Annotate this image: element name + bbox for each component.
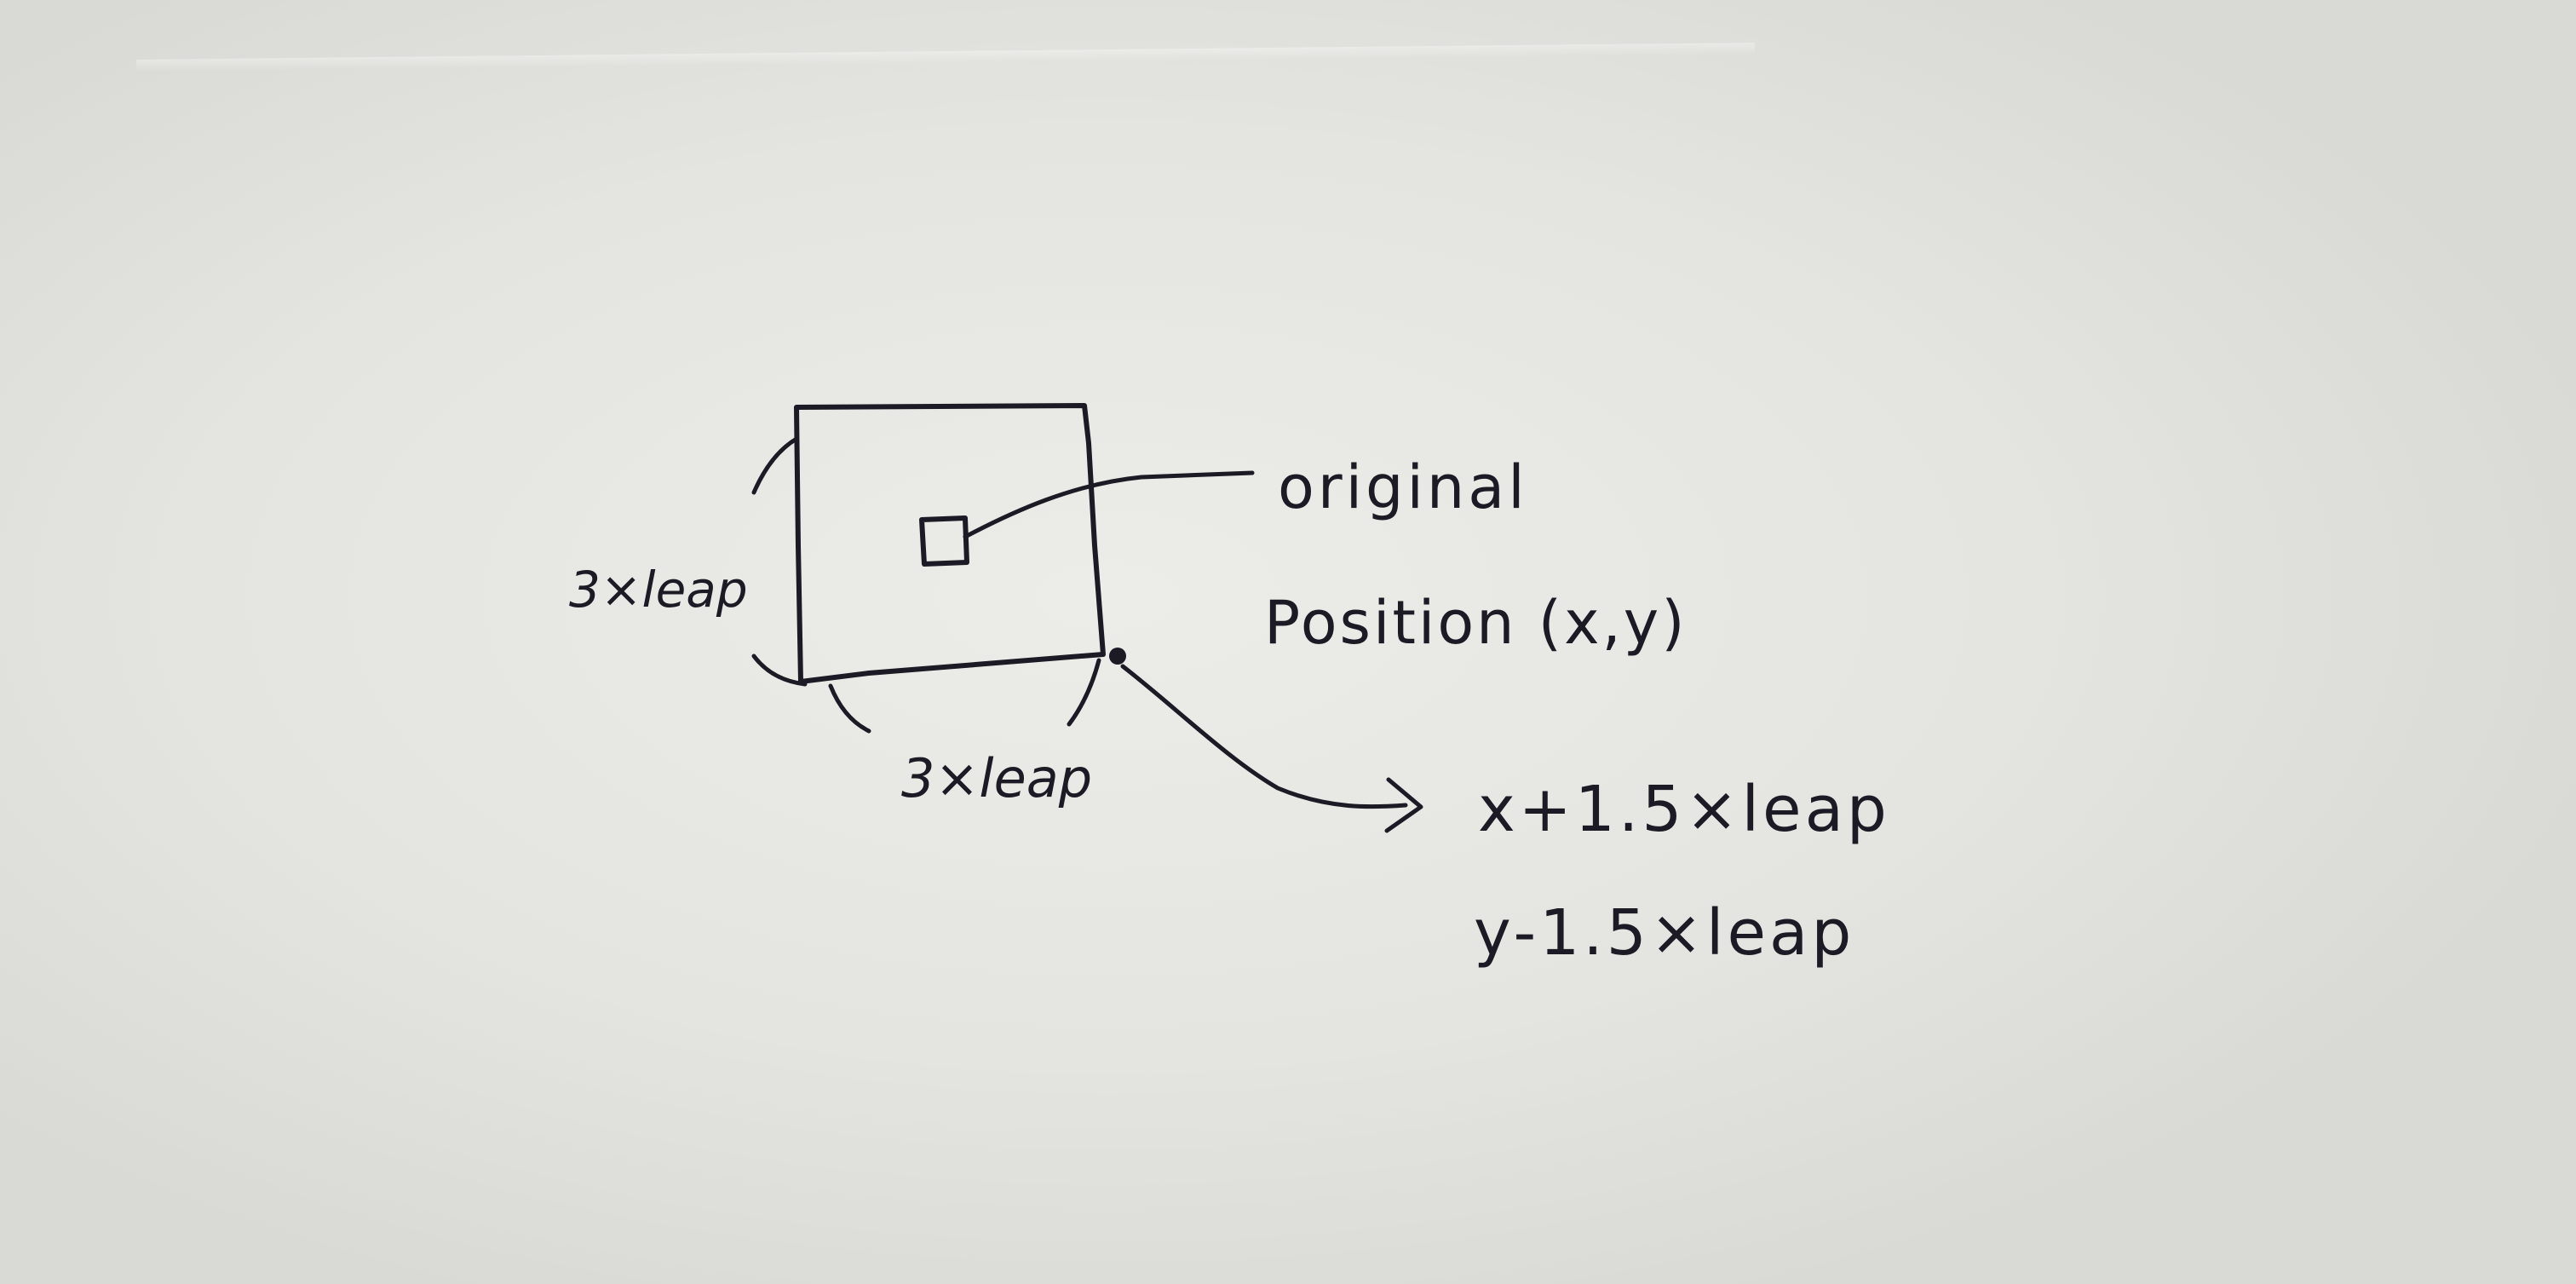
side-dimension-label: 3×leap xyxy=(569,561,748,619)
side-dimension-bottom-tick xyxy=(751,654,808,687)
origin-label-line1: original xyxy=(1278,452,1528,522)
search-area-square xyxy=(794,403,1106,684)
corner-label-line2: y-1.5×leap xyxy=(1474,896,1854,970)
corner-point-dot xyxy=(1109,648,1126,665)
original-position-marker xyxy=(919,515,969,567)
bottom-dimension-right-tick xyxy=(1067,658,1101,727)
bottom-dimension-label: 3×leap xyxy=(901,747,1092,809)
corner-arrow-line xyxy=(1120,664,1408,809)
origin-label-line2: Position (x,y) xyxy=(1264,588,1688,658)
corner-label-line1: x+1.5×leap xyxy=(1478,773,1890,846)
arrow-head-icon xyxy=(1384,777,1423,833)
side-dimension-top-tick xyxy=(751,436,799,495)
bottom-dimension-left-tick xyxy=(828,683,871,734)
origin-leader-line xyxy=(963,470,1255,539)
